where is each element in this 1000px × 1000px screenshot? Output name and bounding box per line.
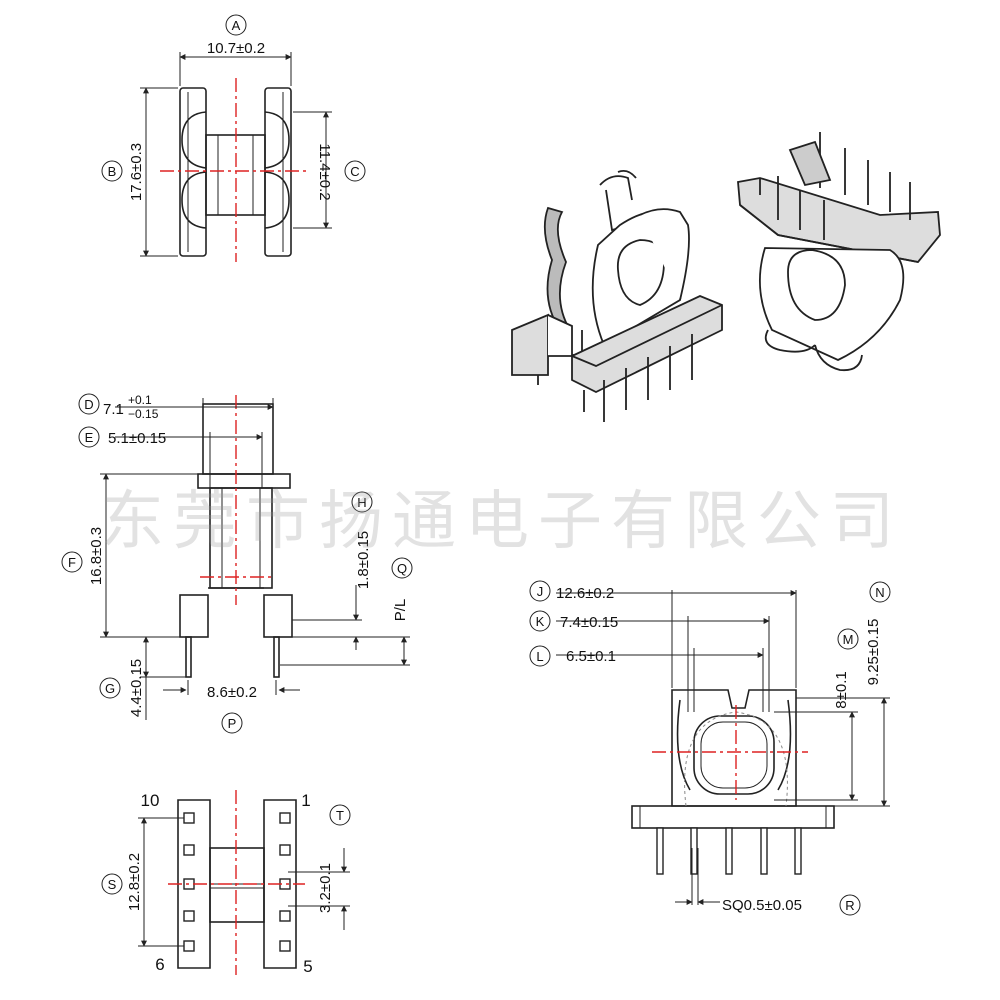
callout-f-label: F (68, 555, 76, 570)
pin-view-dimensions (101, 804, 351, 947)
callout-R (839, 894, 861, 916)
dim-a-text: 10.7±0.2 (207, 40, 265, 57)
callout-r-label: R (845, 898, 854, 913)
side-view-dimensions (61, 393, 413, 734)
callout-M (837, 628, 859, 650)
callout-D (78, 393, 100, 415)
callout-j-label: J (537, 584, 544, 599)
pin-square (183, 812, 195, 824)
callout-g-label: G (105, 681, 115, 696)
callout-P (221, 712, 243, 734)
front-view-dimensions (529, 580, 891, 916)
callout-Q (391, 557, 413, 579)
callout-S (101, 873, 123, 895)
pin-squares (183, 812, 291, 952)
pin-label-5: 5 (303, 957, 312, 976)
pin-square (279, 910, 291, 922)
dim-d-plus: +0.1 (128, 393, 152, 407)
pin-square (279, 812, 291, 824)
dim-b-text: 17.6±0.3 (128, 143, 145, 201)
callout-s-label: S (108, 877, 117, 892)
side-view-centerlines (200, 395, 275, 605)
front-pin (690, 827, 698, 875)
dim-s-text: 12.8±0.2 (126, 853, 143, 911)
callout-t-label: T (336, 808, 344, 823)
dim-d-minus: −0.15 (128, 407, 159, 421)
front-pins (656, 827, 802, 875)
pin-label-6: 6 (155, 955, 164, 974)
callout-c-label: C (350, 164, 359, 179)
dim-t-text: 3.2±0.1 (317, 863, 334, 913)
pin-square (279, 844, 291, 856)
dim-e-text: 5.1±0.15 (108, 430, 166, 447)
callout-h-label: H (357, 495, 366, 510)
top-view-centerlines (160, 78, 310, 262)
callout-d-label: D (84, 397, 93, 412)
pin-label-10: 10 (141, 791, 160, 810)
dim-r-text: SQ0.5±0.05 (722, 897, 802, 914)
front-pin (760, 827, 768, 875)
callout-N (869, 581, 891, 603)
front-pin (656, 827, 664, 875)
pin-square (183, 844, 195, 856)
dim-d-text: 7.1 (103, 401, 124, 418)
callout-F (61, 551, 83, 573)
dim-q-text: P/L (392, 599, 409, 622)
dim-n-text: 9.25±0.15 (865, 619, 882, 686)
dim-c-text: 11.4±0.2 (316, 143, 333, 200)
pin-label-1: 1 (301, 791, 310, 810)
callout-B (101, 160, 123, 182)
callout-E (78, 426, 100, 448)
callout-J (529, 580, 551, 602)
front-view-centerlines (652, 705, 808, 800)
dim-p-text: 8.6±0.2 (207, 684, 257, 701)
isometric-bobbin-left (511, 169, 723, 422)
callout-q-label: Q (397, 561, 407, 576)
callout-H (351, 491, 373, 513)
dim-k-text: 7.4±0.15 (560, 614, 618, 631)
callout-A (225, 14, 247, 36)
dim-f-text: 16.8±0.3 (88, 527, 105, 585)
callout-b-label: B (108, 164, 117, 179)
callout-m-label: M (843, 632, 854, 647)
dim-l-text: 6.5±0.1 (566, 648, 616, 665)
pin-square (183, 940, 195, 952)
front-pin (725, 827, 733, 875)
pin-square (183, 910, 195, 922)
dim-m-text: 8±0.1 (833, 671, 850, 708)
callout-p-label: P (228, 716, 237, 731)
callout-L (529, 645, 551, 667)
callout-n-label: N (875, 585, 884, 600)
dim-j-text: 12.6±0.2 (556, 585, 614, 602)
dim-h-text: 1.8±0.15 (355, 531, 372, 589)
callout-a-label: A (232, 18, 241, 33)
pin-view-centerlines (168, 790, 305, 975)
callout-C (344, 160, 366, 182)
pin-square (279, 940, 291, 952)
callout-l-label: L (536, 649, 543, 664)
top-view-dimensions (101, 14, 366, 257)
isometric-bobbin-right (737, 132, 941, 372)
front-view (631, 689, 835, 829)
callout-K (529, 610, 551, 632)
callout-e-label: E (85, 430, 94, 445)
callout-G (99, 677, 121, 699)
front-pin (794, 827, 802, 875)
callout-T (329, 804, 351, 826)
callout-k-label: K (536, 614, 545, 629)
dim-g-text: 4.4±0.15 (128, 659, 145, 717)
